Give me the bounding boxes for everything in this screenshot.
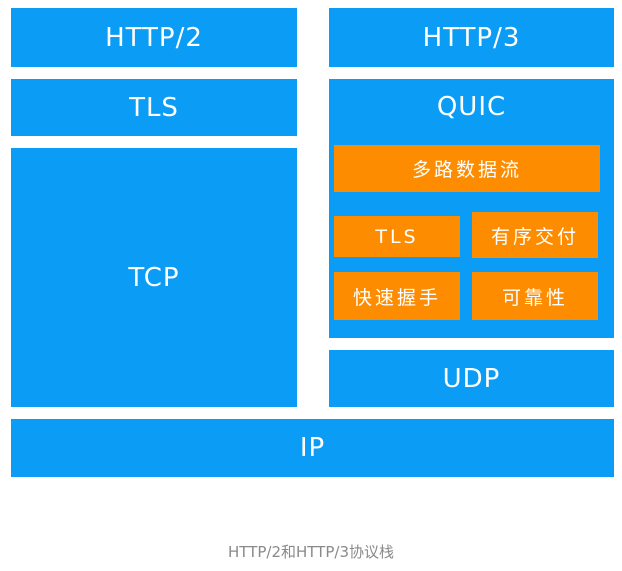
- ip-layer: IP: [11, 419, 614, 477]
- quic-layer: QUIC 多路数据流 TLS 有序交付 快速握手 可靠性: [329, 79, 614, 338]
- quic-feature-multiplexing: 多路数据流: [334, 145, 600, 192]
- udp-layer: UDP: [329, 350, 614, 407]
- tcp-layer: TCP: [11, 148, 297, 407]
- http3-layer: HTTP/3: [329, 8, 614, 67]
- quic-feature-ordered-delivery: 有序交付: [472, 212, 598, 258]
- quic-feature-reliability: 可靠性: [472, 272, 598, 320]
- quic-feature-fast-handshake: 快速握手: [334, 272, 460, 320]
- quic-title: QUIC: [436, 92, 507, 122]
- http2-layer: HTTP/2: [11, 8, 297, 67]
- http2-tls-layer: TLS: [11, 79, 297, 136]
- figure-caption: HTTP/2和HTTP/3协议栈: [228, 543, 394, 561]
- quic-feature-tls: TLS: [334, 216, 460, 257]
